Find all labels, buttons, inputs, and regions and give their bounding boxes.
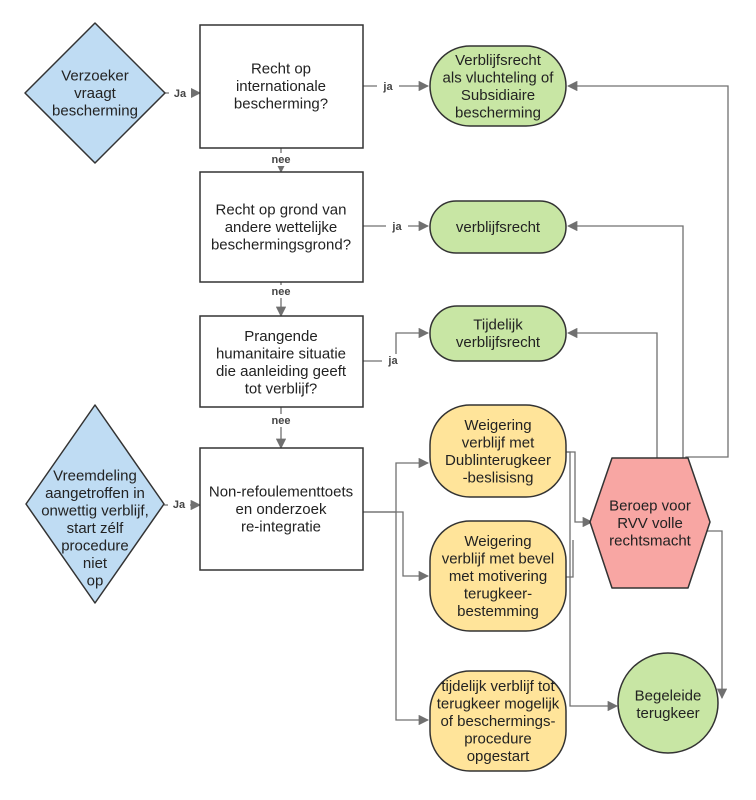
- node-text-line: Vreemdeling: [53, 468, 137, 485]
- outcome-temporary-stay-until-return: [429, 670, 567, 772]
- node-text-line: Tijdelijk: [473, 316, 523, 333]
- appeal-rvv: [589, 457, 711, 589]
- node-text-line: op: [87, 573, 104, 590]
- node-text-line: rechtsmacht: [609, 533, 692, 550]
- node-text-line: Weigering: [464, 417, 531, 434]
- node-text-line: die aanleiding geeft: [216, 363, 347, 380]
- edge-q4-y2: [363, 511, 430, 582]
- label-q3-g3: ja: [387, 355, 398, 367]
- node-text-line: start zélf: [67, 520, 125, 537]
- outcome-residence-right: [429, 200, 567, 254]
- label-q1-q2: nee: [272, 154, 291, 166]
- edge-q4-y3: [395, 512, 430, 726]
- start-node-request: [24, 22, 166, 164]
- node-text-line: met motivering: [449, 568, 547, 585]
- node-text-line: Begeleide: [635, 687, 702, 704]
- node-text-line: procedure: [464, 731, 532, 748]
- node-text-line: als vluchteling of: [443, 69, 555, 86]
- label-start1-q1: Ja: [174, 88, 187, 100]
- label-q2-g2: ja: [391, 221, 402, 233]
- label-q3-q4: nee: [272, 415, 291, 427]
- node-text-line: bescherming?: [234, 96, 328, 113]
- node-text-line: verblijfsrecht: [456, 334, 541, 351]
- edge-appeal-g3: [566, 327, 658, 462]
- process-non-refoulement: [199, 447, 364, 571]
- node-text-line: of beschermings-: [440, 713, 555, 730]
- node-text-line: -beslisisng: [463, 469, 534, 486]
- node-text-line: Subsidiaire: [461, 87, 535, 104]
- label-start2-q4: Ja: [173, 499, 186, 511]
- label-q1-g1: ja: [382, 81, 393, 93]
- node-text-line: Dublinterugkeer: [445, 452, 551, 469]
- node-text-line: vraagt: [74, 85, 117, 102]
- outcome-residence-right-text: verblijfsrecht: [456, 219, 541, 236]
- node-text-line: beschermingsgrond?: [211, 237, 351, 254]
- node-text-line: Recht op grond van: [216, 202, 347, 219]
- node-text-line: verblijf met: [462, 434, 535, 451]
- node-text-line: bescherming: [455, 104, 541, 121]
- node-text-line: tijdelijk verblijf tot: [441, 678, 555, 695]
- question-other-legal-ground: [199, 171, 364, 283]
- node-text-line: terugkeer: [636, 705, 699, 722]
- node-text-line: procedure: [61, 538, 129, 555]
- node-text-line: bestemming: [457, 603, 539, 620]
- edge-q4-y1: [363, 457, 430, 513]
- node-text-line: bescherming: [52, 103, 138, 120]
- node-text-line: Weigering: [464, 533, 531, 550]
- question-humanitarian-situation: [199, 315, 364, 408]
- node-text-line: Beroep voor: [609, 498, 691, 515]
- node-text-line: aangetroffen in: [45, 485, 145, 502]
- outcome-dublin-refusal: [429, 404, 567, 498]
- node-text-line: en onderzoek: [236, 501, 327, 518]
- node-text-line: opgestart: [467, 748, 530, 765]
- question-international-protection: [199, 24, 364, 149]
- node-text-line: onwettig verblijf,: [41, 503, 149, 520]
- outcome-refugee-status: [429, 45, 567, 127]
- node-text-line: verblijf met bevel: [442, 551, 555, 568]
- node-text-line: terugkeer mogelijk: [437, 696, 560, 713]
- node-text-line: Verblijfsrecht: [455, 52, 542, 69]
- end-guided-return: [617, 652, 719, 754]
- node-text-line: RVV volle: [617, 515, 683, 532]
- outcome-return-order: [429, 520, 567, 632]
- node-text-line: Recht op: [251, 61, 311, 78]
- edge-y2-appeal: [566, 540, 574, 578]
- node-text-line: Verzoeker: [61, 68, 129, 85]
- edge-appeal-g1: [566, 80, 729, 462]
- edge-q3-g3: [363, 327, 430, 362]
- edge-labels: Ja ja nee ja nee ja nee Ja: [168, 80, 408, 511]
- node-text-line: Non-refoulementtoets: [209, 484, 353, 501]
- node-text-line: re-integratie: [241, 519, 321, 536]
- node-text-line: internationale: [236, 78, 326, 95]
- node-text-line: terugkeer-: [464, 586, 532, 603]
- node-text-line: Prangende: [244, 328, 317, 345]
- node-text-line: verblijfsrecht: [456, 219, 541, 236]
- outcome-temporary-residence: [429, 305, 567, 362]
- label-q2-q3: nee: [272, 286, 291, 298]
- edge-y1-end: [566, 451, 619, 712]
- node-text-line: humanitaire situatie: [216, 345, 346, 362]
- node-text-line: tot verblijf?: [245, 380, 318, 397]
- edge-appeal-g2: [566, 220, 684, 462]
- edges: [164, 80, 729, 726]
- start-node-illegal-stay: [25, 404, 165, 604]
- node-text-line: andere wettelijke: [225, 219, 338, 236]
- node-text-line: niet: [83, 555, 108, 572]
